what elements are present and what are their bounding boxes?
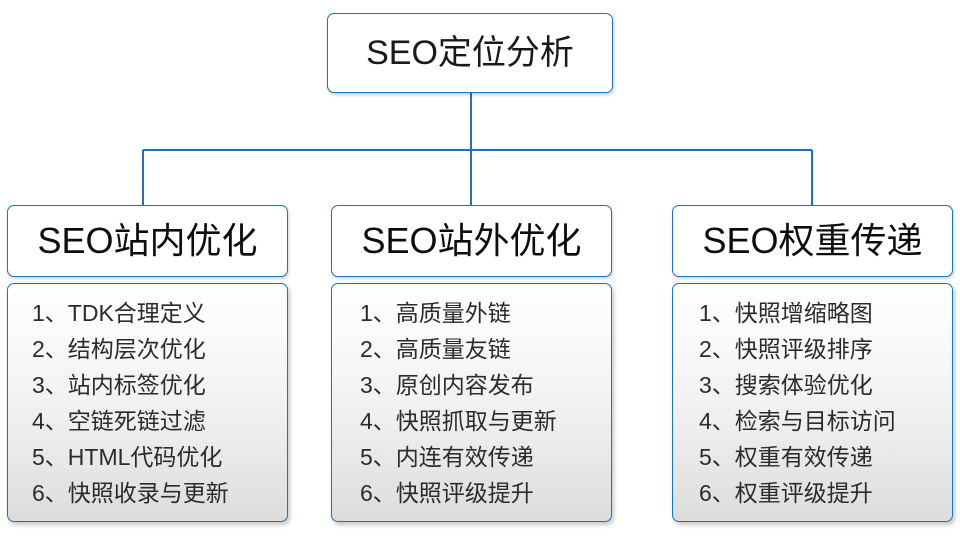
list-item: 1、高质量外链 [360,300,511,326]
list-item: 4、检索与目标访问 [699,408,896,434]
branch-onsite-title: SEO站内优化 [37,220,258,261]
branch-offsite-body: 1、高质量外链 2、高质量友链 3、原创内容发布 4、快照抓取与更新 5、内连有… [331,283,612,522]
branch-weight-list: 1、快照增缩略图 2、快照评级排序 3、搜索体验优化 4、检索与目标访问 5、权… [673,295,952,511]
list-item: 3、原创内容发布 [360,372,534,398]
list-item: 5、HTML代码优化 [32,444,223,470]
branch-onsite: SEO站内优化 1、TDK合理定义 2、结构层次优化 3、站内标签优化 4、空链… [7,205,288,522]
branch-offsite-list: 1、高质量外链 2、高质量友链 3、原创内容发布 4、快照抓取与更新 5、内连有… [332,295,611,511]
branch-weight-title: SEO权重传递 [702,220,923,261]
list-item: 1、TDK合理定义 [32,300,206,326]
list-item: 4、空链死链过滤 [32,408,206,434]
branch-weight-body: 1、快照增缩略图 2、快照评级排序 3、搜索体验优化 4、检索与目标访问 5、权… [672,283,953,522]
list-item: 6、快照评级提升 [360,480,534,506]
branch-offsite-title: SEO站外优化 [361,220,582,261]
list-item: 5、权重有效传递 [699,444,873,470]
list-item: 5、内连有效传递 [360,444,534,470]
root-node[interactable]: SEO定位分析 [327,13,613,93]
list-item: 2、结构层次优化 [32,336,206,362]
root-node-label: SEO定位分析 [366,34,574,72]
list-item: 6、快照收录与更新 [32,480,229,506]
list-item: 1、快照增缩略图 [699,300,873,326]
branch-onsite-list: 1、TDK合理定义 2、结构层次优化 3、站内标签优化 4、空链死链过滤 5、H… [8,295,287,511]
list-item: 3、搜索体验优化 [699,372,873,398]
list-item: 6、权重评级提升 [699,480,873,506]
branch-weight-header[interactable]: SEO权重传递 [672,205,953,277]
list-item: 4、快照抓取与更新 [360,408,557,434]
branch-onsite-body: 1、TDK合理定义 2、结构层次优化 3、站内标签优化 4、空链死链过滤 5、H… [7,283,288,522]
branch-onsite-header[interactable]: SEO站内优化 [7,205,288,277]
list-item: 2、快照评级排序 [699,336,873,362]
list-item: 2、高质量友链 [360,336,511,362]
branch-offsite-header[interactable]: SEO站外优化 [331,205,612,277]
list-item: 3、站内标签优化 [32,372,206,398]
branch-weight: SEO权重传递 1、快照增缩略图 2、快照评级排序 3、搜索体验优化 4、检索与… [672,205,953,522]
branch-offsite: SEO站外优化 1、高质量外链 2、高质量友链 3、原创内容发布 4、快照抓取与… [331,205,612,522]
